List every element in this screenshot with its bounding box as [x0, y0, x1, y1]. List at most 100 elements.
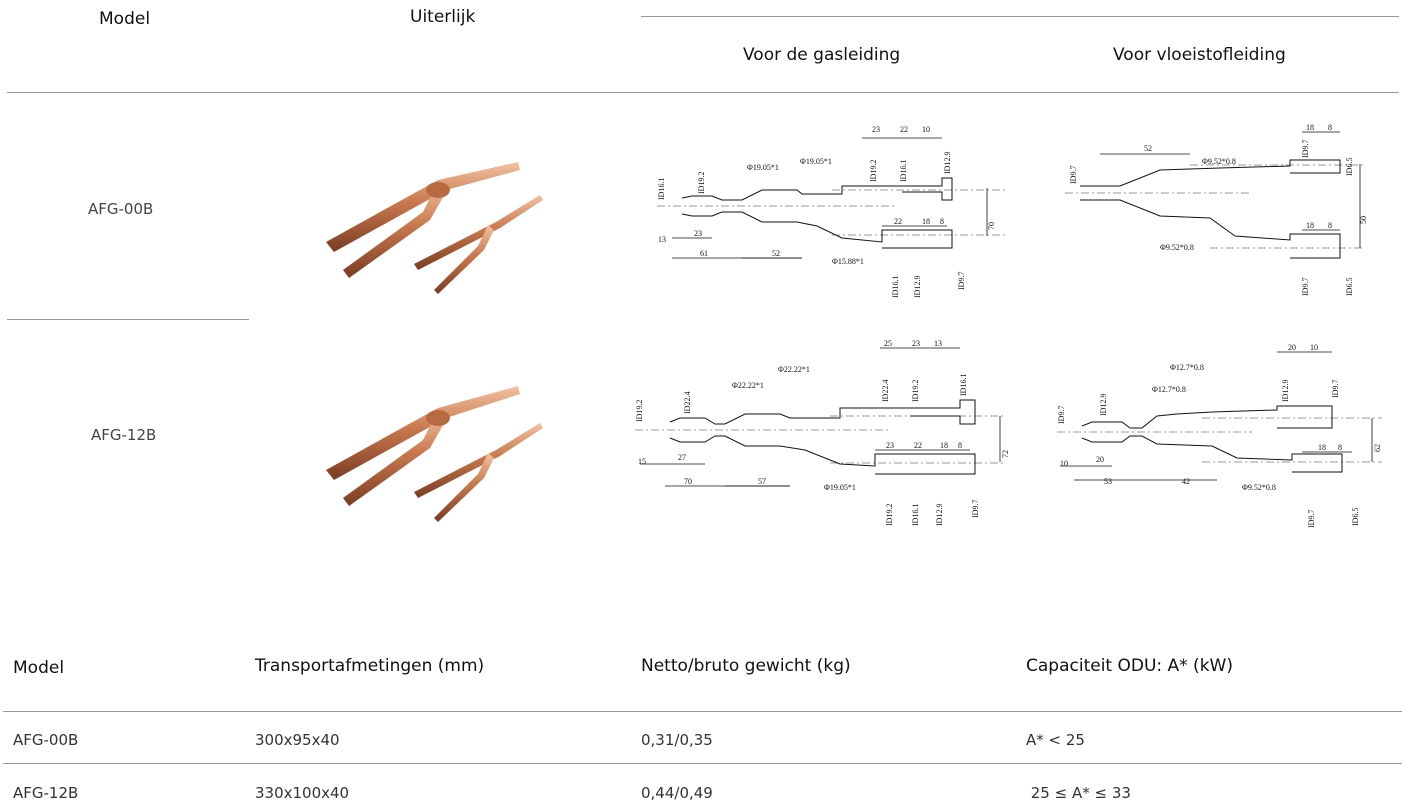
header-model: Model — [99, 9, 151, 29]
drawing-label: ID16.1 — [657, 178, 666, 200]
drawing-label: ID12.9 — [1281, 380, 1290, 402]
drawing-label: 8 — [1338, 443, 1342, 452]
drawing-label: 52 — [1144, 144, 1152, 153]
large-y-branch — [326, 386, 520, 506]
drawing-label: Φ22.22*1 — [778, 365, 810, 374]
drawing-gas-afg-12b: ID19.2 ID22.4 Φ22.22*1 Φ22.22*1 25 23 13… — [635, 339, 1010, 526]
drawing-label: ID22.4 — [881, 380, 890, 402]
drawing-label: ID12.9 — [1099, 394, 1108, 416]
drawing-label: 27 — [678, 453, 686, 462]
drawing-label: Φ9.52*0.8 — [1242, 483, 1276, 492]
drawing-label: 70 — [684, 477, 692, 486]
row-2-model: AFG-12B — [91, 426, 157, 444]
row-divider — [7, 319, 249, 320]
product-photo-afg-12b — [326, 386, 543, 522]
drawing-label: Φ19.05*1 — [747, 163, 779, 172]
drawing-label: 23 — [912, 339, 920, 348]
spec-row-1-model: AFG-00B — [13, 731, 79, 749]
drawing-label: Φ19.05*1 — [800, 157, 832, 166]
drawing-label: Φ12.7*0.8 — [1152, 385, 1186, 394]
drawing-label: 23 — [872, 125, 880, 134]
drawing-label: ID9.7 — [1069, 166, 1078, 184]
drawing-label: ID9.7 — [971, 500, 980, 518]
drawing-label: ID12.9 — [913, 276, 922, 298]
drawing-label: 20 — [1288, 343, 1296, 352]
spec-row-divider — [3, 763, 1402, 764]
spec-header-dimensions: Transportafmetingen (mm) — [255, 656, 485, 676]
drawing-label: 15 — [638, 457, 646, 466]
drawing-label: 22 — [900, 125, 908, 134]
header-gas: Voor de gasleiding — [743, 45, 901, 65]
spec-row-1-weight: 0,31/0,35 — [641, 731, 713, 749]
drawing-label: 70 — [987, 222, 996, 230]
drawing-label: Φ9.52*0.8 — [1160, 243, 1194, 252]
drawing-label: 23 — [694, 229, 702, 238]
spec-row-2-dimensions: 330x100x40 — [255, 784, 350, 802]
spec-header-model: Model — [13, 658, 65, 678]
drawing-label: ID9.7 — [1057, 406, 1066, 424]
drawing-label: ID12.9 — [935, 504, 944, 526]
drawing-label: ID19.2 — [885, 504, 894, 526]
header-divider — [7, 92, 1399, 93]
spec-row-2-capacity: 25 ≤ A* ≤ 33 — [1026, 784, 1131, 802]
drawing-label: 13 — [934, 339, 942, 348]
drawing-label: ID19.2 — [869, 160, 878, 182]
drawing-label: 8 — [940, 217, 944, 226]
drawing-label: Φ15.88*1 — [832, 257, 864, 266]
large-y-branch — [326, 162, 520, 278]
drawing-label: 10 — [1310, 343, 1318, 352]
drawing-label: 52 — [772, 249, 780, 258]
drawing-label: Φ22.22*1 — [732, 381, 764, 390]
drawing-label: 42 — [1182, 477, 1190, 486]
drawing-label: 25 — [884, 339, 892, 348]
spec-row-2-model: AFG-12B — [13, 784, 79, 802]
drawing-label: 50 — [1359, 216, 1368, 224]
row-1-model: AFG-00B — [88, 200, 154, 218]
drawing-label: 8 — [1328, 221, 1332, 230]
drawing-gas-afg-00b: ID16.1 ID19.2 Φ19.05*1 Φ19.05*1 23 22 10… — [657, 125, 1007, 298]
drawing-label: ID6.5 — [1345, 158, 1354, 176]
drawing-label: 18 — [940, 441, 948, 450]
drawing-label: 13 — [658, 235, 666, 244]
drawing-label: ID9.7 — [1331, 380, 1340, 398]
drawing-label: 23 — [886, 441, 894, 450]
header-appearance: Uiterlijk — [410, 7, 476, 27]
drawing-label: ID19.2 — [635, 400, 644, 422]
drawing-label: ID16.1 — [891, 276, 900, 298]
drawing-label: 18 — [1306, 221, 1314, 230]
drawing-label: ID16.1 — [899, 160, 908, 182]
drawing-label: 10 — [922, 125, 930, 134]
header-divider-top — [641, 16, 1399, 17]
drawing-label: 10 — [1060, 459, 1068, 468]
drawing-label: Φ12.7*0.8 — [1170, 363, 1204, 372]
drawing-label: 62 — [1373, 444, 1382, 452]
drawing-label: 8 — [958, 441, 962, 450]
spec-row-1-dimensions: 300x95x40 — [255, 731, 340, 749]
drawing-label: ID6.5 — [1351, 508, 1360, 526]
drawing-label: ID9.7 — [1301, 278, 1310, 296]
drawing-label: ID22.4 — [683, 392, 692, 414]
drawing-label: 22 — [894, 217, 902, 226]
drawing-label: Φ19.05*1 — [824, 483, 856, 492]
drawing-liquid-afg-12b: ID9.7 ID12.9 Φ12.7*0.8 Φ12.7*0.8 20 10 I… — [1057, 343, 1382, 528]
drawing-label: ID19.2 — [911, 380, 920, 402]
product-photo-afg-00b — [326, 162, 543, 294]
spec-row-2-weight: 0,44/0,49 — [641, 784, 713, 802]
drawing-label: 22 — [914, 441, 922, 450]
drawing-label: ID12.9 — [943, 152, 952, 174]
small-y-branch — [414, 423, 543, 522]
drawing-label: 57 — [758, 477, 766, 486]
spec-header-capacity: Capaciteit ODU: A* (kW) — [1026, 656, 1233, 676]
drawing-label: 72 — [1001, 450, 1010, 458]
small-y-branch — [414, 195, 543, 294]
drawing-label: ID9.7 — [957, 272, 966, 290]
drawing-label: 53 — [1104, 477, 1112, 486]
drawing-label: 8 — [1328, 123, 1332, 132]
drawing-label: 18 — [1318, 443, 1326, 452]
header-liquid: Voor vloeistofleiding — [1113, 45, 1286, 65]
drawing-label: ID19.2 — [697, 172, 706, 194]
spec-header-weight: Netto/bruto gewicht (kg) — [641, 656, 851, 676]
drawing-label: ID9.7 — [1301, 140, 1310, 158]
drawing-label: ID16.1 — [911, 504, 920, 526]
drawing-liquid-afg-00b: ID9.7 52 Φ9.52*0.8 18 8 ID9.7 ID6.5 18 8… — [1065, 123, 1368, 296]
